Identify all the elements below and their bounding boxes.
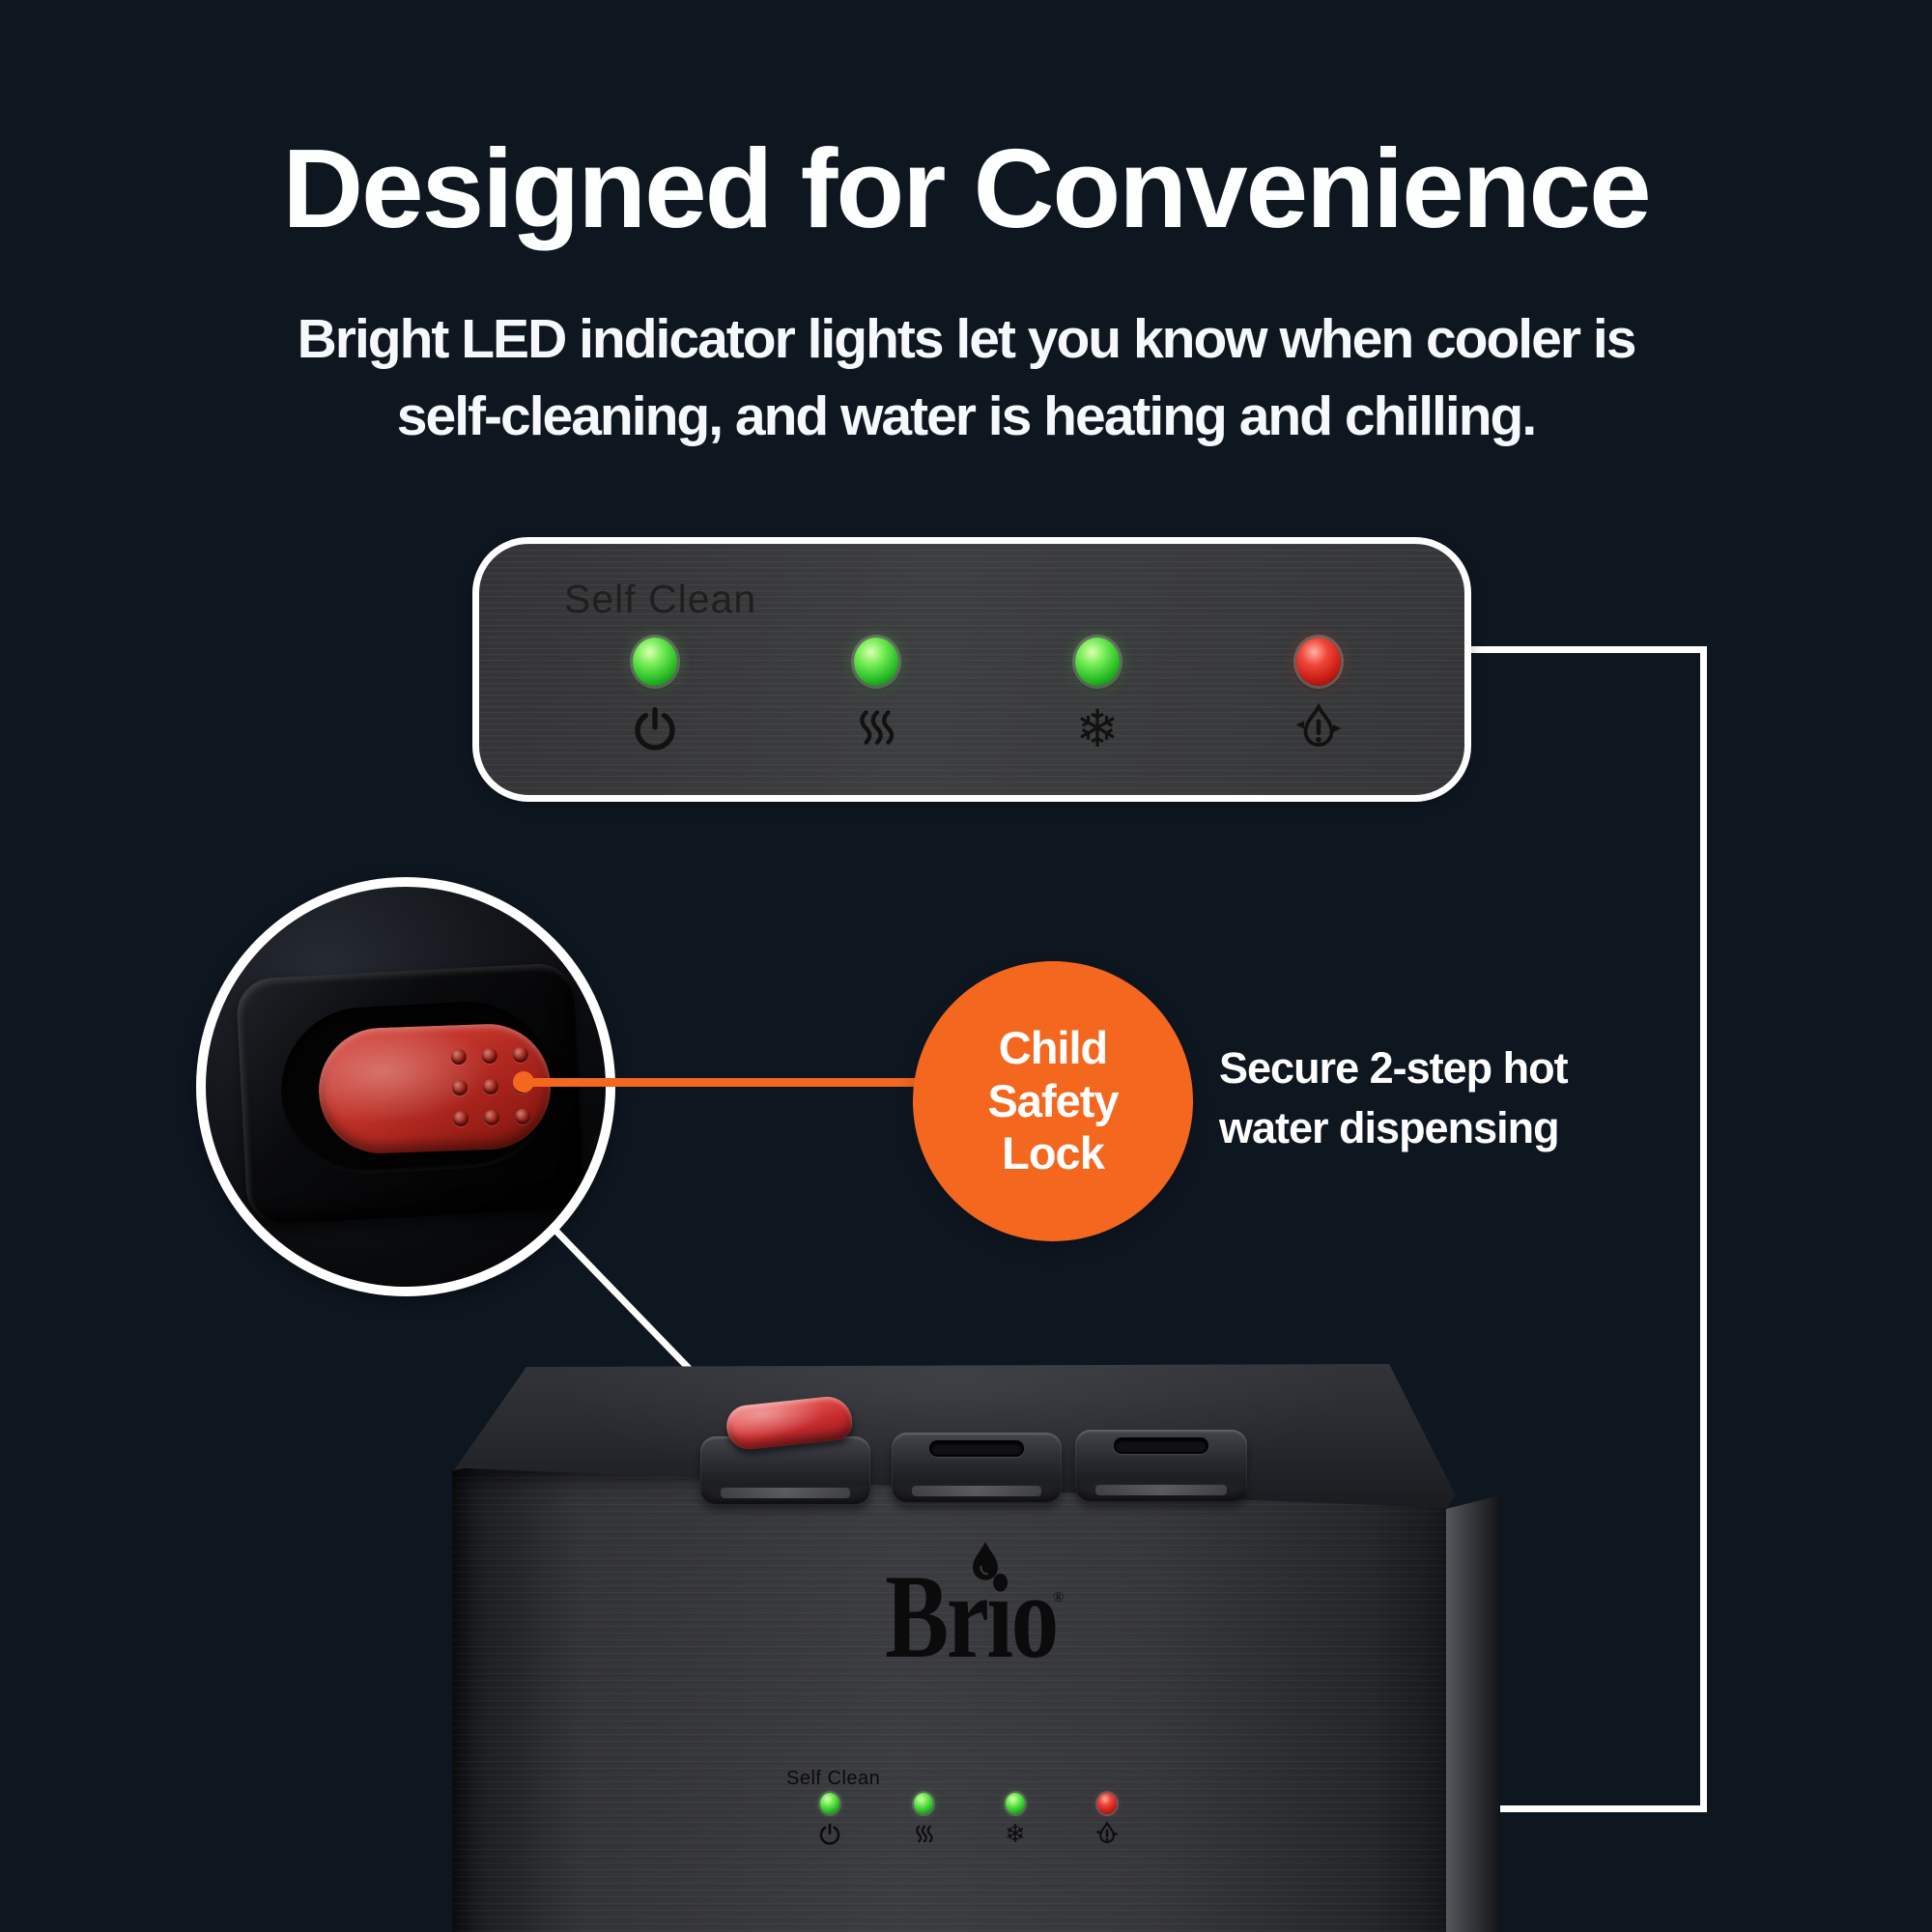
mini-chilling-icon: ❄ [1005,1820,1026,1849]
mini-heating-led [914,1793,933,1814]
mini-power-icon [815,1820,844,1849]
page-title: Designed for Convenience [282,126,1651,251]
registered-mark: ® [1053,1590,1065,1605]
child-safety-lock-label: Child Safety Lock [987,1022,1119,1179]
chilling-icon: ❄ [1075,698,1120,759]
button-glint [912,1486,1041,1496]
droplet-icon [968,1540,1003,1595]
child-safety-lock-badge: Child Safety Lock [913,961,1193,1241]
orange-pointer-line [526,1078,915,1087]
button-glint [721,1488,850,1498]
secure-dispensing-line-2: water dispensing [1219,1103,1560,1152]
orange-pointer-dot [513,1071,534,1093]
button-slot [1114,1437,1208,1454]
dispense-button-middle [892,1433,1062,1502]
mini-hot-water-led [1097,1793,1117,1814]
mini-self-clean-label: Self Clean [786,1768,881,1789]
power-icon [626,700,684,758]
secure-dispensing-line-1: Secure 2-step hot [1219,1043,1569,1093]
connector-line-vertical [1700,646,1707,1812]
heating-icon [847,700,905,758]
button-slot [929,1440,1024,1457]
subtitle-line-2: self-cleaning, and water is heating and … [396,385,1537,447]
mini-chilling-led [1006,1793,1025,1814]
mini-power-led [820,1793,839,1814]
safety-lock-inset [196,877,615,1296]
hot-water-led [1296,638,1341,686]
cooler-front-panel [452,1468,1447,1932]
chilling-led [1075,638,1120,686]
heating-led [854,638,898,686]
power-led [633,638,677,686]
button-glint [1095,1485,1227,1495]
self-clean-label: Self Clean [564,577,757,621]
mini-heating-icon [909,1820,938,1849]
mini-hot-water-icon [1093,1820,1122,1849]
hot-water-icon [1290,700,1348,758]
subtitle-line-1: Bright LED indicator lights let you know… [297,308,1637,370]
connector-line-top [1350,646,1707,653]
indicator-panel-zoom: Self Clean ❄ [472,537,1471,802]
cooler-side-panel [1446,1495,1500,1932]
brio-logo: Brio [885,1550,1059,1683]
safety-lock-button-housing [700,1436,870,1504]
dispense-button-right [1075,1430,1247,1501]
